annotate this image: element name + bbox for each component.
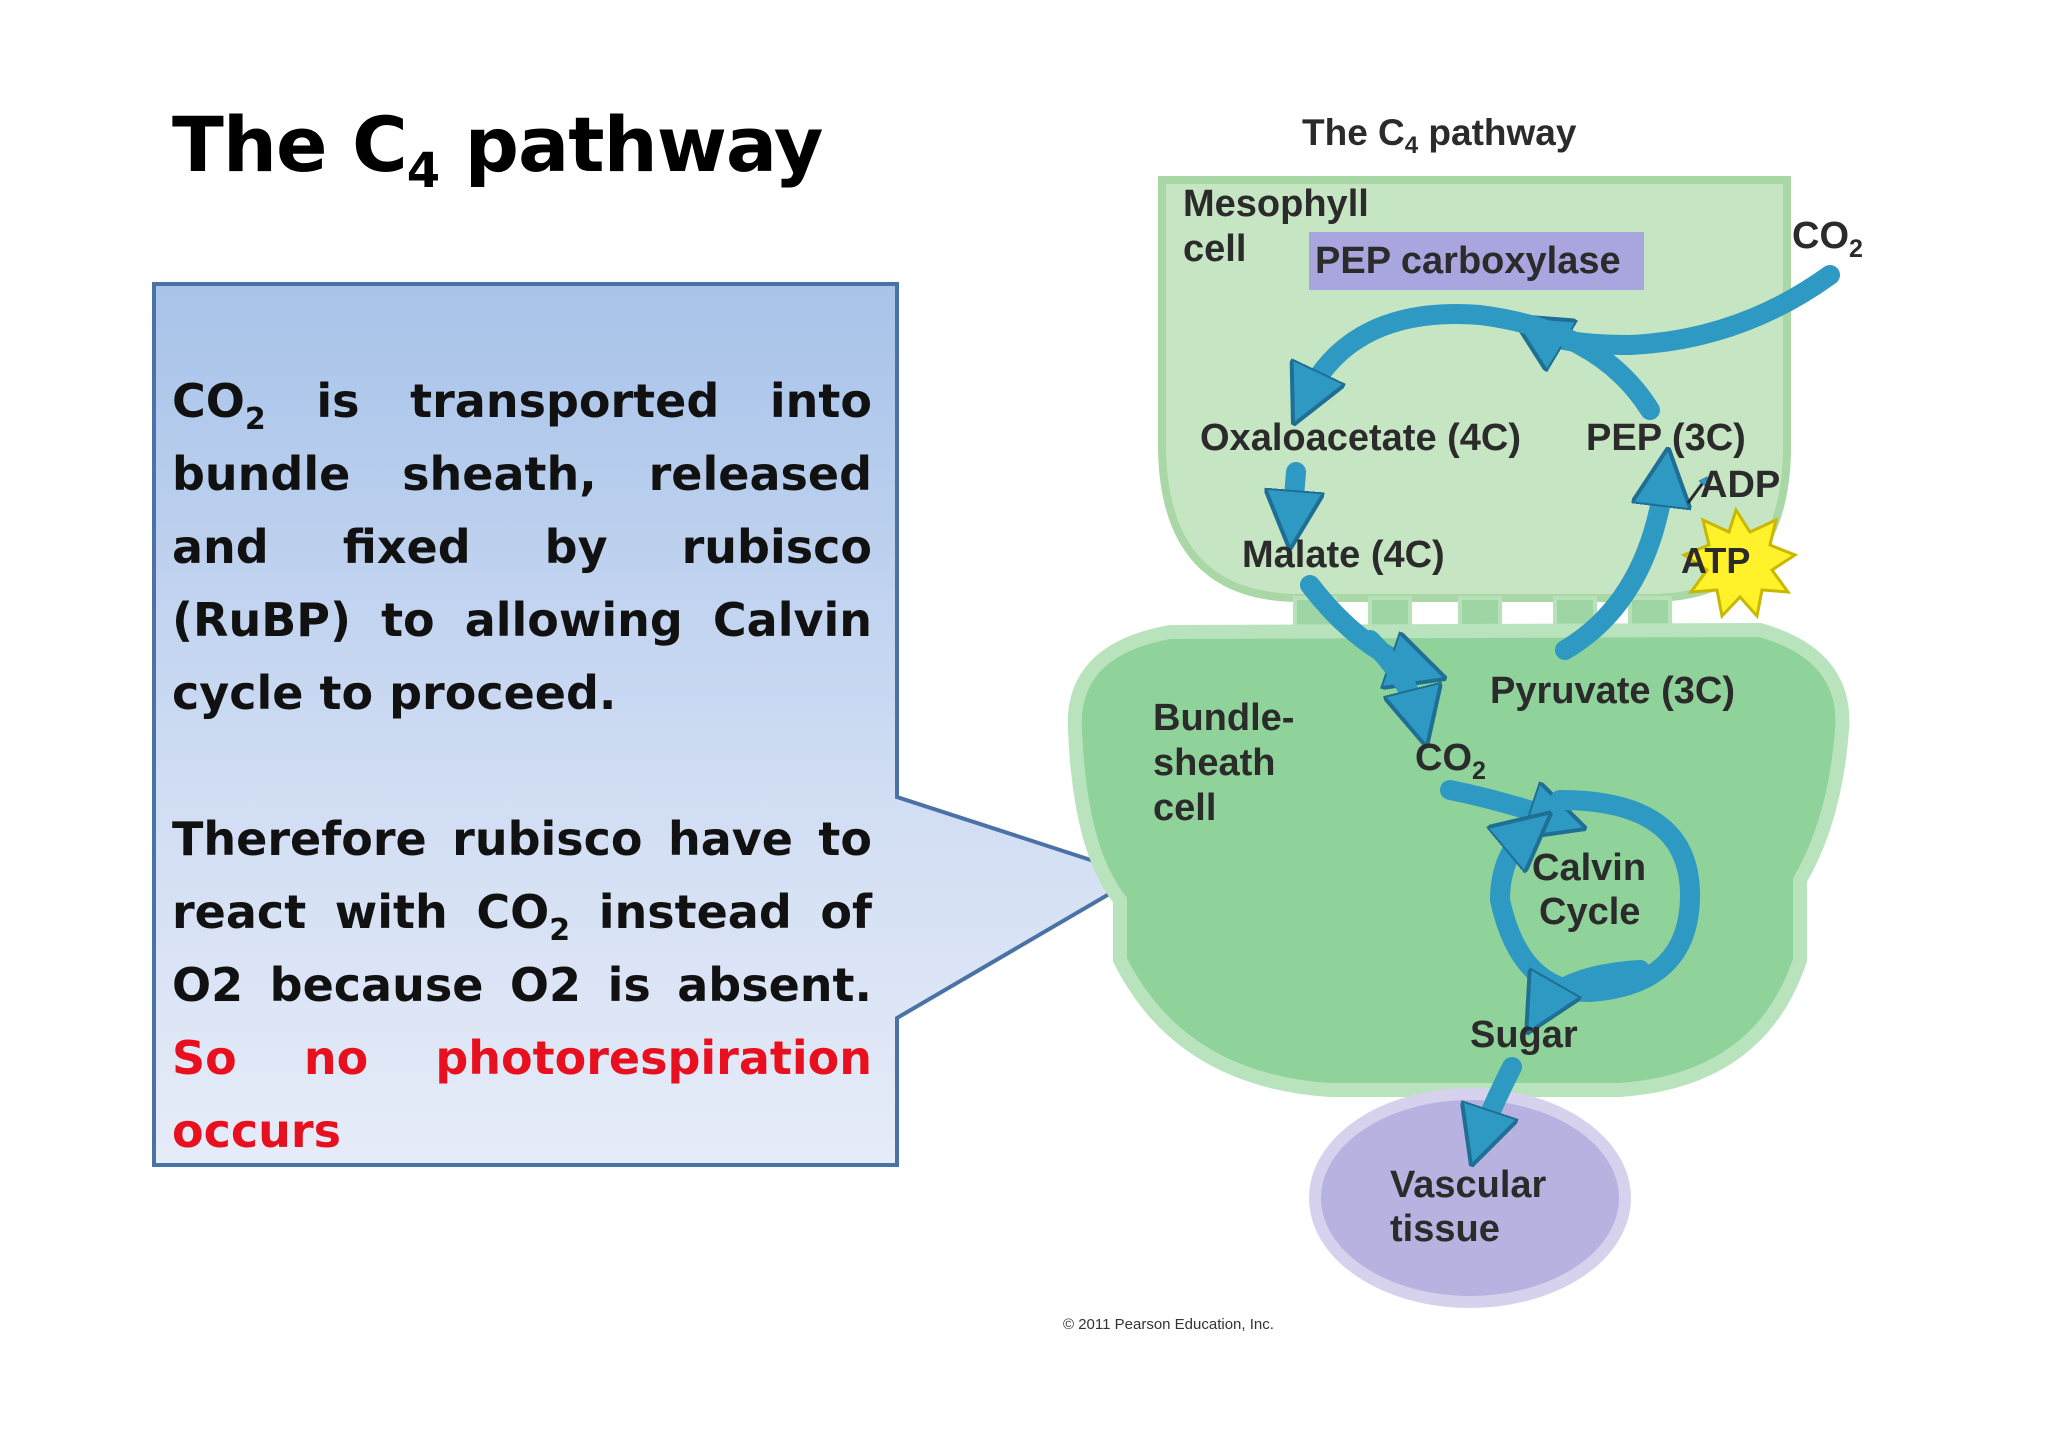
pep-carboxylase-box — [1309, 232, 1644, 290]
callout-paragraph-2: Therefore rubisco have to react with CO2… — [172, 812, 872, 1158]
co2-bundle-label: CO2 — [1415, 737, 1486, 785]
calvin-to-sugar-arrow — [1540, 960, 1650, 1010]
atp-label: ATP — [1681, 540, 1750, 581]
pep-carboxylase-label: PEP carboxylase — [1315, 240, 1621, 282]
diagram-title: The C4 pathway — [1302, 112, 1577, 159]
decarboxylation-co2-arrow — [1360, 630, 1420, 720]
bundle-sheath-label-3: cell — [1153, 787, 1216, 829]
pep-label: PEP (3C) — [1586, 417, 1746, 459]
mesophyll-label-1: Mesophyll — [1183, 183, 1369, 225]
pyruvate-to-pep-arrow — [1555, 475, 1665, 660]
sugar-to-vascular-arrow — [1480, 1057, 1522, 1140]
vascular-tissue — [1309, 1088, 1631, 1308]
photorespiration-note: So no photorespiration occurs — [172, 1031, 872, 1158]
copyright-notice: © 2011 Pearson Education, Inc. — [1063, 1316, 1274, 1333]
sugar-label: Sugar — [1470, 1014, 1578, 1056]
callout-shape — [152, 282, 1145, 1167]
calvin-cycle-label-1: Calvin — [1532, 847, 1646, 889]
bundle-sheath-label-2: sheath — [1153, 742, 1275, 784]
slide-title: The C4 pathway — [172, 100, 823, 199]
co2-external-label: CO2 — [1792, 215, 1863, 263]
pyruvate-label: Pyruvate (3C) — [1490, 670, 1735, 712]
callout-text: CO2 is transported into bundle sheath, r… — [172, 365, 872, 1168]
bundle-sheath-label-1: Bundle- — [1153, 697, 1294, 739]
malate-label: Malate (4C) — [1242, 534, 1445, 576]
callout-paragraph-1: CO2 is transported into bundle sheath, r… — [172, 374, 872, 720]
pep-to-oxaloacetate-arrow — [1305, 304, 1660, 410]
oxaloacetate-label: Oxaloacetate (4C) — [1200, 417, 1521, 459]
adp-label: ADP — [1700, 464, 1780, 506]
oxaloacetate-to-malate-arrow — [1292, 462, 1296, 522]
adp-arrow — [1686, 480, 1705, 504]
atp-starburst — [1680, 506, 1799, 620]
pathway-arrows — [1292, 265, 1840, 1140]
calvin-cycle-label-2: Cycle — [1539, 891, 1640, 933]
calvin-cycle-arrow — [1500, 790, 1701, 1003]
vascular-tissue-label-2: tissue — [1390, 1208, 1500, 1250]
vascular-tissue-label-1: Vascular — [1390, 1164, 1547, 1206]
mesophyll-label-2: cell — [1183, 228, 1246, 270]
